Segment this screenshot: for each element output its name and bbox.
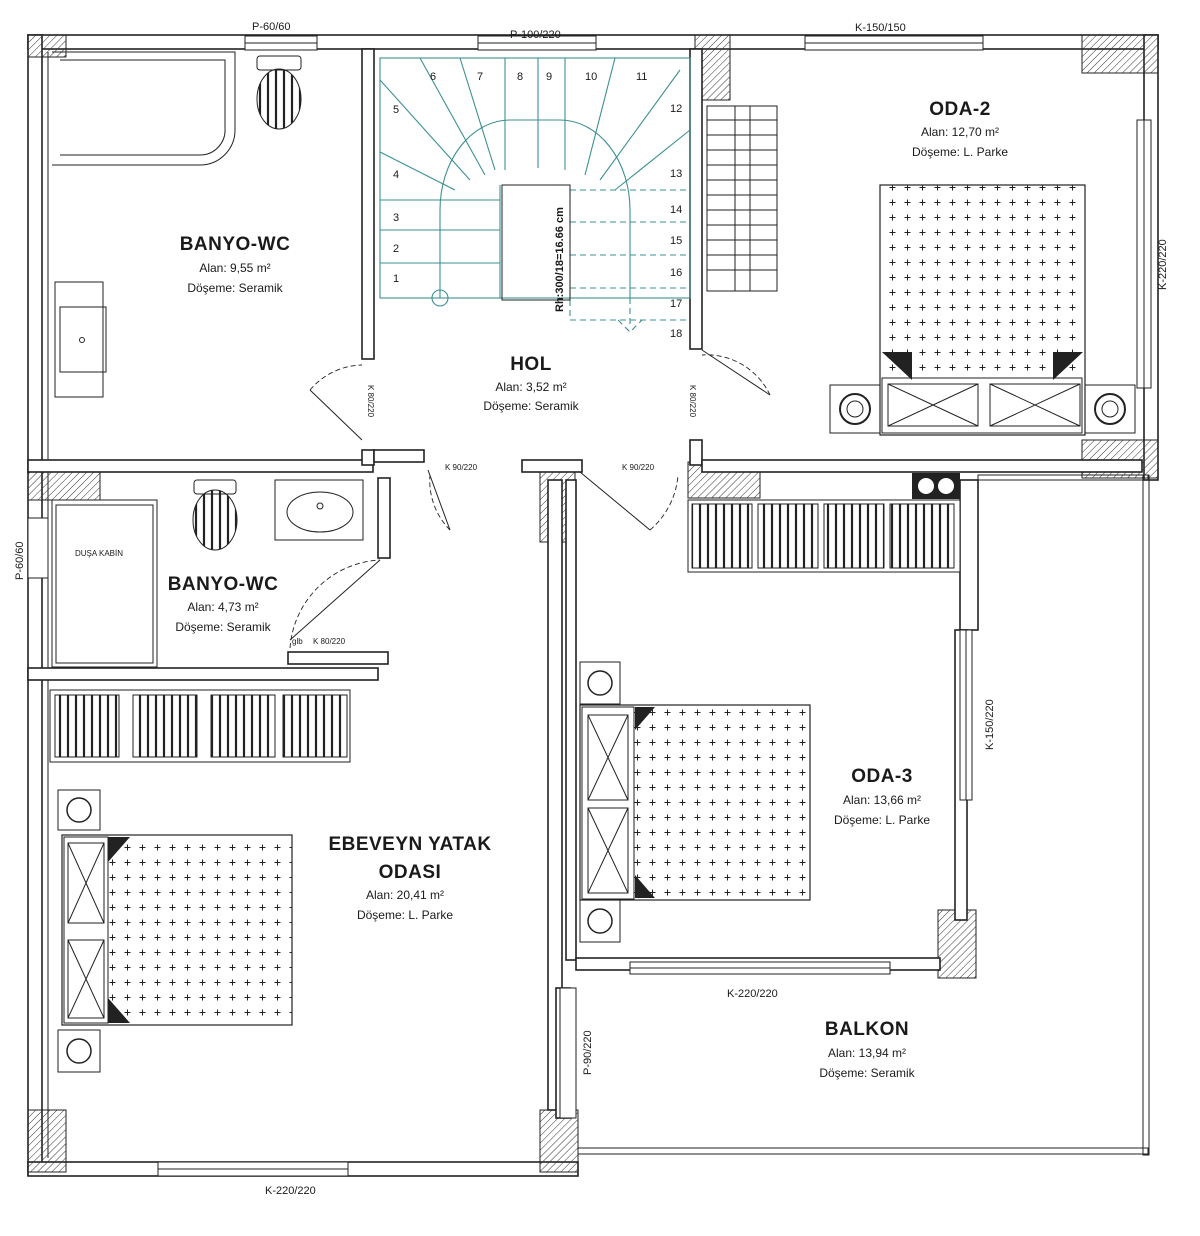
opening-label-k-220-220-mid: K-220/220 [727,988,778,1000]
stair-step-12: 12 [670,103,682,115]
stair-step-5: 5 [393,104,399,116]
bathroom-2-fixtures: DUŞA KABİN glb [51,479,364,668]
opening-label-k-80-220-b: K 80/220 [688,385,697,418]
room-balkon-name: BALKON [825,1019,909,1040]
room-hol-area: Alan: 3,52 m² [495,380,566,394]
opening-label-k-150-150: K-150/150 [855,22,906,34]
room-ebeveyn-name-line-1: EBEVEYN YATAK [328,834,491,855]
room-banyo-2: BANYO-WC Alan: 4,73 m² Döşeme: Seramik [168,574,279,634]
stair-numbers: 1 2 3 4 5 6 7 8 9 10 11 12 13 14 15 16 1… [393,71,682,340]
room-ebeveyn: EBEVEYN YATAK ODASI Alan: 20,41 m² Döşem… [328,834,491,922]
opening-label-p-60-60-left: P-60/60 [14,541,26,580]
stair-step-9: 9 [546,71,552,83]
room-balkon-floor: Döşeme: Seramik [819,1066,915,1080]
room-balkon: BALKON Alan: 13,94 m² Döşeme: Seramik [819,1019,915,1080]
room-oda-3-name: ODA-3 [851,766,913,787]
stair-step-1: 1 [393,273,399,285]
stair-step-6: 6 [430,71,436,83]
sink-label: glb [292,637,303,646]
room-oda-2-area: Alan: 12,70 m² [921,125,999,139]
stair-step-2: 2 [393,243,399,255]
stair-step-3: 3 [393,212,399,224]
opening-label-p-90-220: P-90/220 [582,1030,594,1075]
stair-step-7: 7 [477,71,483,83]
opening-label-p-100-220: P-100/220 [510,29,561,41]
windows [27,35,1152,1177]
room-oda-2-floor: Döşeme: L. Parke [912,145,1008,159]
shower-label: DUŞA KABİN [75,549,123,558]
opening-label-k-80-220-c: K 80/220 [313,637,346,646]
stair-step-15: 15 [670,235,682,247]
bed-oda-3 [579,661,811,943]
stair-step-13: 13 [670,168,682,180]
room-balkon-area: Alan: 13,94 m² [828,1046,906,1060]
stair-step-10: 10 [585,71,597,83]
room-banyo-1-name: BANYO-WC [180,234,291,255]
stair-step-4: 4 [393,169,399,181]
stair-riser-label: Rh:300/18=16.66 cm [554,207,566,312]
room-ebeveyn-floor: Döşeme: L. Parke [357,908,453,922]
stair-step-11: 11 [636,71,647,83]
room-banyo-1-area: Alan: 9,55 m² [199,261,270,275]
room-hol-floor: Döşeme: Seramik [483,399,579,413]
room-oda-3-area: Alan: 13,66 m² [843,793,921,807]
room-ebeveyn-area: Alan: 20,41 m² [366,888,444,902]
stair-step-17: 17 [670,298,682,310]
stair-step-14: 14 [670,204,682,216]
room-hol: HOL Alan: 3,52 m² Döşeme: Seramik [483,354,579,413]
room-oda-2-name: ODA-2 [929,99,991,120]
wardrobes [49,105,961,763]
room-banyo-2-name: BANYO-WC [168,574,279,595]
opening-label-k-90-220-b: K 90/220 [622,463,655,472]
room-hol-name: HOL [510,354,552,375]
room-oda-3: ODA-3 Alan: 13,66 m² Döşeme: L. Parke [834,766,930,827]
bathroom-1-fixtures [52,51,302,398]
room-banyo-2-floor: Döşeme: Seramik [175,620,271,634]
stair-step-18: 18 [670,328,682,340]
opening-label-k-150-220: K-150/220 [984,699,996,750]
opening-label-k-220-220-bottom: K-220/220 [265,1185,316,1197]
stair-step-16: 16 [670,267,682,279]
bed-ebeveyn [57,789,293,1073]
staircase [379,57,691,333]
room-oda-3-floor: Döşeme: L. Parke [834,813,930,827]
bed-oda-2 [829,184,1136,436]
room-banyo-2-area: Alan: 4,73 m² [187,600,258,614]
room-banyo-1: BANYO-WC Alan: 9,55 m² Döşeme: Seramik [180,234,291,295]
opening-label-k-90-220-a: K 90/220 [445,463,478,472]
room-oda-2: ODA-2 Alan: 12,70 m² Döşeme: L. Parke [912,99,1008,159]
doors [289,349,771,649]
opening-label-k-80-220-a: K 80/220 [366,385,375,418]
opening-label-k-220-220-right: K-220/220 [1157,239,1169,290]
stair-step-8: 8 [517,71,523,83]
room-ebeveyn-name-line-2: ODASI [379,862,442,883]
opening-label-p-60-60-top: P-60/60 [252,21,291,33]
opening-labels: P-60/60 P-100/220 K-150/150 K-220/220 P-… [14,21,1169,1197]
room-banyo-1-floor: Döşeme: Seramik [187,281,283,295]
